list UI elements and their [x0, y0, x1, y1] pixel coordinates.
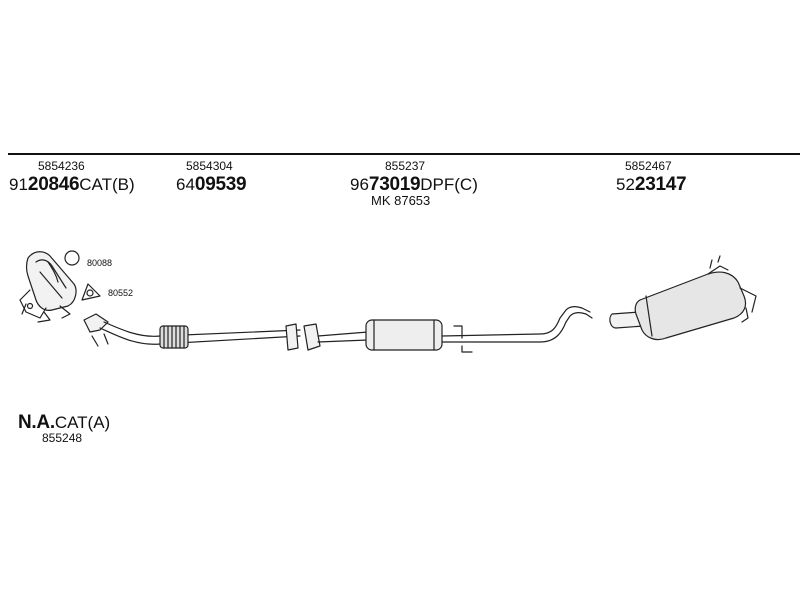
header-rule [8, 153, 800, 155]
part-number-top-rear-muffler: 5852467 [625, 159, 672, 173]
part-code-front-pipe: 6409539 [176, 174, 247, 195]
part-code-dpf: 9673019DPF(C) [350, 174, 478, 195]
gasket-triangle-label: 80552 [108, 288, 134, 298]
part-number-top-dpf: 855237 [385, 159, 426, 173]
gasket-ring-icon [64, 250, 80, 266]
gasket-ring-label: 80088 [87, 258, 113, 268]
gasket-triangle-icon [81, 283, 101, 301]
catalytic-converter-cat-b [19, 251, 77, 323]
part-number-top-cat-b: 5854236 [38, 159, 85, 173]
rear-muffler [609, 255, 757, 341]
part-number-top-front-pipe: 5854304 [186, 159, 233, 173]
dpf-filter [303, 306, 593, 353]
cat-a-number: 855248 [42, 431, 83, 445]
part-code-rear-muffler: 5223147 [616, 174, 687, 195]
part-extra-dpf: MK 87653 [371, 193, 431, 208]
part-code-cat-b: 9120846CAT(B) [9, 174, 135, 195]
cat-a-code: N.A.CAT(A) [18, 412, 111, 433]
front-pipe [83, 313, 301, 351]
